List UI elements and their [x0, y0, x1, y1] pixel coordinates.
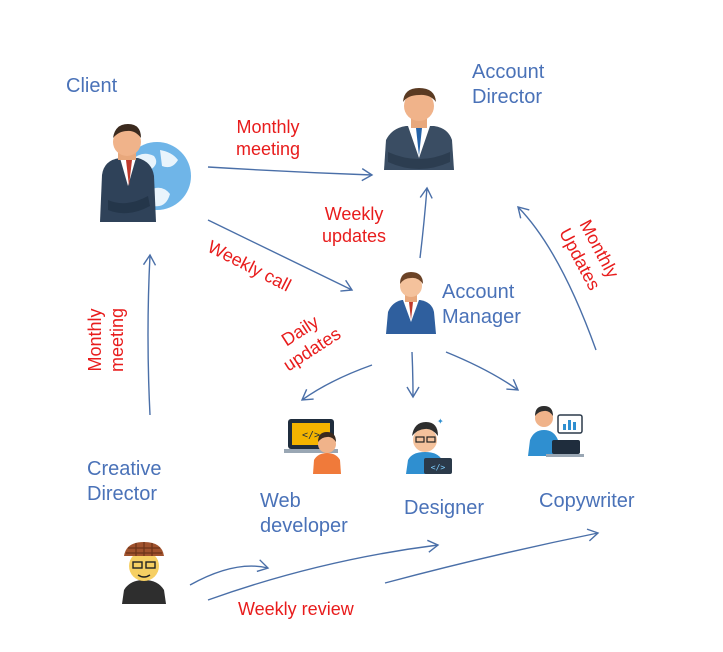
arrow-manager-to-designer	[406, 351, 420, 399]
label-web-developer: Web developer	[260, 490, 348, 537]
label-copywriter: Copywriter	[539, 490, 635, 512]
web-developer-icon: </>	[284, 419, 341, 474]
arrow-creative-to-client	[142, 253, 157, 416]
arrow-manager-to-webdev	[300, 364, 373, 401]
edge-label-manager-director: Weekly updates	[322, 204, 387, 246]
designer-icon: </> ✦	[406, 417, 452, 474]
label-client: Client	[66, 75, 118, 97]
label-account-manager: Account Manager	[442, 281, 521, 328]
svg-text:</>: </>	[431, 463, 446, 472]
arrow-client-to-director	[207, 166, 374, 182]
svg-text:</>: </>	[302, 430, 320, 441]
arrow-manager-to-director	[419, 186, 433, 259]
label-account-director: Account Director	[472, 61, 545, 108]
arrow-creative-to-designer	[207, 539, 440, 601]
arrow-manager-to-copywriter	[445, 351, 520, 391]
account-director-icon	[384, 88, 454, 170]
account-manager-icon	[386, 272, 436, 334]
arrow-creative-to-webdev	[189, 559, 270, 586]
label-creative-director: Creative Director	[87, 458, 162, 505]
arrow-creative-to-copywriter	[384, 528, 600, 584]
creative-director-icon	[122, 542, 166, 604]
edge-label-creative-client: Monthly meeting	[85, 307, 128, 373]
edge-label-weekly-review: Weekly review	[238, 599, 354, 619]
label-designer: Designer	[404, 497, 485, 519]
arrow-client-to-manager	[207, 219, 354, 292]
arrow-copywriter-to-director	[517, 206, 597, 351]
edge-label-client-director: Monthly meeting	[236, 117, 301, 159]
client-businessman-globe-icon	[100, 124, 191, 222]
copywriter-icon	[528, 406, 584, 457]
svg-text:✦: ✦	[437, 417, 444, 426]
